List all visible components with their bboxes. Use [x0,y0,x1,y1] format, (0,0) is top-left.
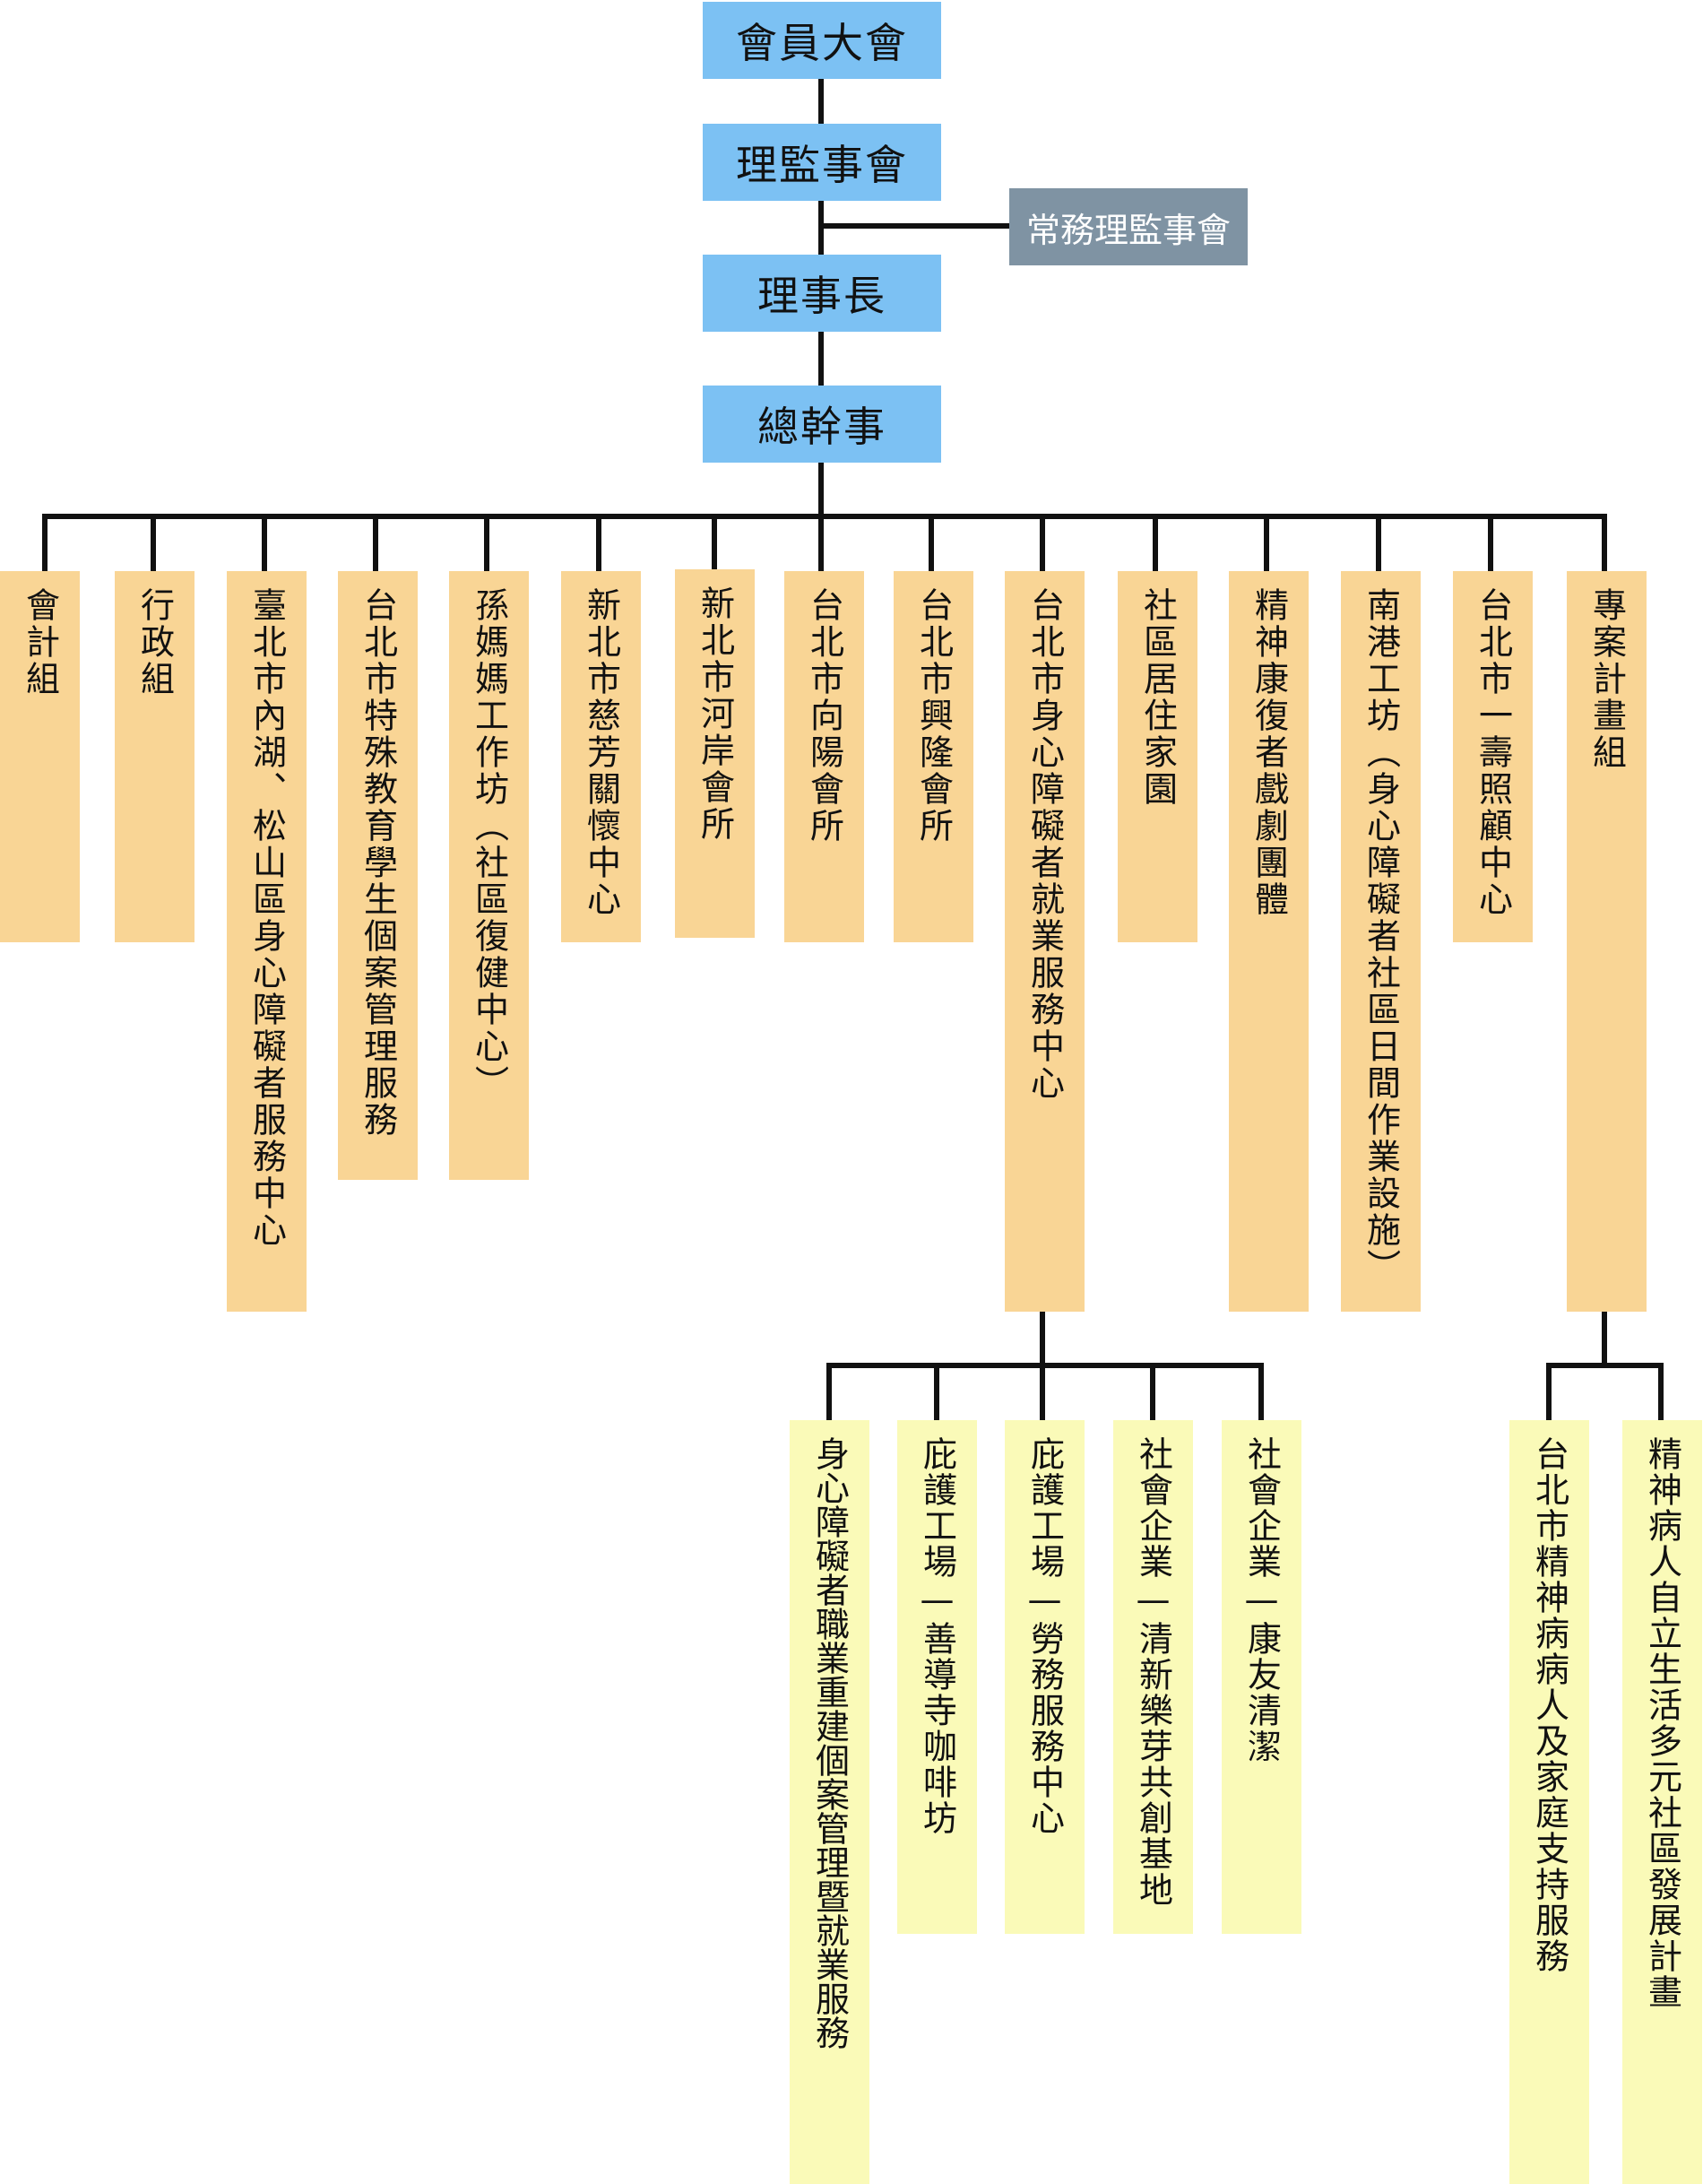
board-box: 理監事會 [703,124,941,201]
unit-box: 新北市慈芳關懷中心 [561,571,641,942]
unit-label: 台北市一壽照顧中心 [1473,587,1513,918]
unit-drop-line [373,514,378,571]
unit-drop-line [1602,514,1607,571]
unit-drop-line [42,514,48,571]
standing-committee-box: 常務理監事會 [1009,188,1248,265]
unit-box: 新北市河岸會所 [675,569,755,938]
unit-drop-line [262,514,267,571]
unit-drop-line [1040,514,1045,571]
project-drop-line [1658,1363,1664,1420]
project-drop-line [1546,1363,1552,1420]
project-subunit-box: 台北市精神病病人及家庭支持服務 [1509,1420,1589,2184]
standing-committee-label: 常務理監事會 [1025,210,1231,250]
employment-subunit-box: 庇護工場—勞務服務中心 [1005,1420,1085,1934]
unit-label: 台北市身心障礙者就業服務中心 [1024,587,1065,1102]
unit-drop-line [1488,514,1493,571]
employment-drop-line [1150,1363,1155,1420]
unit-box: 孫媽媽工作坊（社區復健中心） [449,571,529,1180]
unit-label: 社區居住家園 [1137,587,1178,808]
secretary-general-label: 總幹事 [757,403,886,451]
unit-drop-line [596,514,601,571]
unit-drop-line [151,514,156,571]
unit-box: 南港工坊（身心障礙者社區日間作業設施） [1341,571,1421,1312]
unit-box: 台北市身心障礙者就業服務中心 [1005,571,1085,1312]
employment-subunit-box: 身心障礙者職業重建個案管理暨就業服務 [790,1420,869,2184]
unit-box: 社區居住家園 [1118,571,1197,942]
unit-box: 專案計畫組 [1567,571,1647,1312]
employment-subunit-label: 庇護工場—勞務服務中心 [1024,1436,1065,1836]
unit-drop-line [1264,514,1269,571]
connector-secretary-trunk [818,463,824,516]
connector-assembly-board [818,79,824,124]
chairperson-box: 理事長 [703,255,941,332]
employment-drop-line [934,1363,939,1420]
unit-label: 南港工坊（身心障礙者社區日間作業設施） [1361,587,1401,1286]
chairperson-label: 理事長 [757,272,886,320]
unit-label: 孫媽媽工作坊（社區復健中心） [469,587,509,1102]
unit-drop-line [712,514,717,571]
unit-drop-line [1376,514,1381,571]
employment-horizontal-bus [826,1363,1264,1368]
unit-label: 台北市特殊教育學生個案管理服務 [358,587,398,1139]
employment-subunit-box: 庇護工場—善導寺咖啡坊 [897,1420,977,1934]
unit-label: 會計組 [20,587,60,698]
unit-label: 專案計畫組 [1586,587,1627,771]
employment-drop-line [1040,1363,1045,1420]
unit-box: 台北市興隆會所 [894,571,973,942]
unit-drop-line [484,514,489,571]
unit-box: 行政組 [115,571,195,942]
employment-subunit-label: 社會企業—康友清潔 [1241,1436,1282,1764]
general-assembly-box: 會員大會 [703,2,941,79]
employment-drop-line [1258,1363,1264,1420]
employment-subunit-label: 社會企業—清新樂芽共創基地 [1133,1436,1173,1908]
connector-employment-trunk [1040,1311,1045,1365]
employment-drop-line [826,1363,832,1420]
unit-label: 新北市慈芳關懷中心 [581,587,621,918]
general-assembly-label: 會員大會 [736,19,908,67]
unit-drop-line [818,514,824,571]
unit-label: 精神康復者戲劇團體 [1249,587,1289,918]
employment-subunit-box: 社會企業—康友清潔 [1222,1420,1301,1934]
unit-drop-line [929,514,934,571]
project-subunit-label: 台北市精神病病人及家庭支持服務 [1529,1436,1569,1974]
employment-subunit-box: 社會企業—清新樂芽共創基地 [1113,1420,1193,1934]
project-subunit-label: 精神病人自立生活多元社區發展計畫 [1642,1436,1682,2010]
board-label: 理監事會 [736,141,908,189]
unit-box: 精神康復者戲劇團體 [1229,571,1309,1312]
unit-box: 臺北市內湖、松山區身心障礙者服務中心 [227,571,307,1312]
unit-box: 台北市特殊教育學生個案管理服務 [338,571,418,1180]
unit-label: 新北市河岸會所 [695,585,735,843]
project-horizontal-bus [1546,1363,1664,1368]
unit-drop-line [1153,514,1158,571]
unit-label: 台北市興隆會所 [913,587,954,845]
employment-subunit-label: 身心障礙者職業重建個案管理暨就業服務 [809,1436,850,2050]
unit-label: 臺北市內湖、松山區身心障礙者服務中心 [246,587,287,1249]
unit-label: 台北市向陽會所 [804,587,844,845]
employment-subunit-label: 庇護工場—善導寺咖啡坊 [917,1436,957,1836]
unit-box: 台北市向陽會所 [784,571,864,942]
connector-project-trunk [1602,1311,1607,1365]
unit-label: 行政組 [134,587,175,698]
connector-chair-secretary [818,332,824,386]
secretary-general-box: 總幹事 [703,386,941,463]
unit-box: 會計組 [0,571,80,942]
unit-box: 台北市一壽照顧中心 [1453,571,1533,942]
units-horizontal-bus [42,514,1607,519]
project-subunit-box: 精神病人自立生活多元社區發展計畫 [1622,1420,1702,2184]
connector-standing-committee [821,223,1009,229]
